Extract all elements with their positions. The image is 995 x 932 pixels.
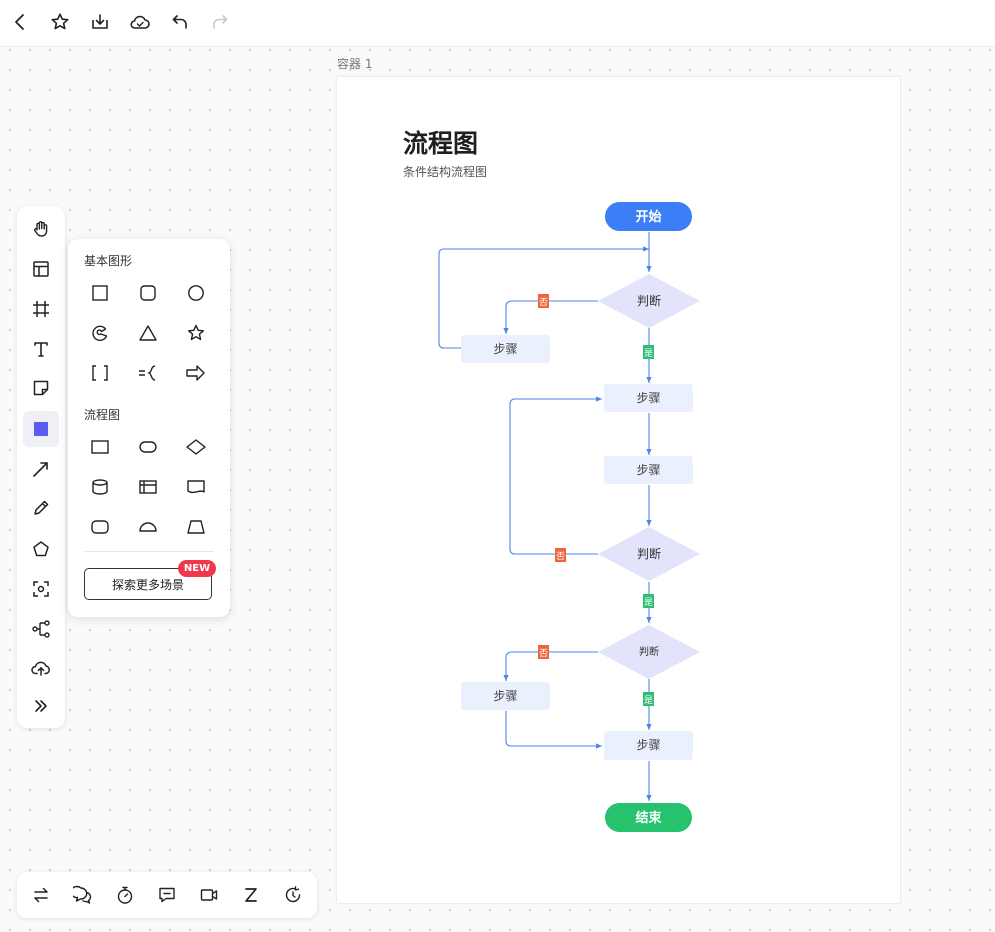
top-bar <box>0 0 995 47</box>
arrow-shape-icon[interactable] <box>181 358 211 388</box>
step-node[interactable]: 步骤 <box>461 682 550 710</box>
shape-icon[interactable] <box>23 411 59 447</box>
timer-icon[interactable] <box>113 883 137 907</box>
database-shape-icon[interactable] <box>85 472 115 502</box>
template-icon[interactable] <box>23 251 59 287</box>
step-label: 步骤 <box>493 689 517 703</box>
basic-shapes-heading: 基本图形 <box>84 254 133 268</box>
step-label: 步骤 <box>636 738 660 752</box>
mindmap-icon[interactable] <box>23 611 59 647</box>
back-icon[interactable] <box>8 10 32 34</box>
decision-label: 判断 <box>637 293 661 308</box>
semicircle-shape-icon[interactable] <box>133 512 163 542</box>
download-icon[interactable] <box>88 10 112 34</box>
star-icon[interactable] <box>48 10 72 34</box>
step-node[interactable]: 步骤 <box>461 335 550 363</box>
hand-icon[interactable] <box>23 211 59 247</box>
brace-shape-icon[interactable] <box>133 358 163 388</box>
panel-divider <box>84 551 214 552</box>
bracket-shape-icon[interactable] <box>85 358 115 388</box>
step-node[interactable]: 步骤 <box>604 731 693 760</box>
left-toolbar <box>17 206 65 728</box>
start-node-label: 开始 <box>635 209 661 225</box>
arc-shape-icon[interactable] <box>85 318 115 348</box>
decision-node[interactable]: 判断 <box>598 527 700 581</box>
frame-icon[interactable] <box>23 291 59 327</box>
flowchart-heading: 流程图 <box>84 408 121 422</box>
more-icon[interactable] <box>23 688 59 724</box>
bottom-toolbar <box>17 872 317 918</box>
comment-icon[interactable] <box>71 883 95 907</box>
page-subtitle[interactable]: 条件结构流程图 <box>403 165 488 179</box>
terminator-shape-icon[interactable] <box>133 432 163 462</box>
start-node[interactable]: 开始 <box>605 202 692 231</box>
decision-label: 判断 <box>637 546 661 561</box>
switch-icon[interactable] <box>29 883 53 907</box>
end-node-label: 结束 <box>635 810 662 826</box>
cloud-sync-icon[interactable] <box>128 10 152 34</box>
step-label: 步骤 <box>636 391 660 405</box>
document-shape-icon[interactable] <box>181 472 211 502</box>
canvas-page[interactable] <box>337 77 900 903</box>
scan-icon[interactable] <box>23 571 59 607</box>
video-icon[interactable] <box>197 883 221 907</box>
pen-icon[interactable] <box>23 490 59 526</box>
rounded-process-shape-icon[interactable] <box>85 512 115 542</box>
sticky-note-icon[interactable] <box>23 370 59 406</box>
container-label[interactable]: 容器 1 <box>337 57 373 71</box>
arrow-line-icon[interactable] <box>23 451 59 487</box>
process-shape-icon[interactable] <box>85 432 115 462</box>
square-shape-icon[interactable] <box>85 278 115 308</box>
redo-icon <box>208 10 232 34</box>
circle-shape-icon[interactable] <box>181 278 211 308</box>
rounded-square-shape-icon[interactable] <box>133 278 163 308</box>
trapezoid-shape-icon[interactable] <box>181 512 211 542</box>
polygon-icon[interactable] <box>23 531 59 567</box>
triangle-shape-icon[interactable] <box>133 318 163 348</box>
star-shape-icon[interactable] <box>181 318 211 348</box>
internal-storage-shape-icon[interactable] <box>133 472 163 502</box>
decision-shape-icon[interactable] <box>181 432 211 462</box>
history-icon[interactable] <box>281 883 305 907</box>
new-badge: NEW <box>178 560 216 577</box>
chat-icon[interactable] <box>155 883 179 907</box>
decision-node[interactable]: 判断 <box>598 625 700 679</box>
step-node[interactable]: 步骤 <box>604 384 693 412</box>
end-node[interactable]: 结束 <box>605 803 692 832</box>
undo-icon[interactable] <box>168 10 192 34</box>
upload-icon[interactable] <box>23 650 59 686</box>
step-node[interactable]: 步骤 <box>604 456 693 484</box>
page-title[interactable]: 流程图 <box>403 129 479 158</box>
shape-panel: 基本图形 流程图 <box>68 239 230 617</box>
sleep-icon[interactable] <box>239 883 263 907</box>
text-icon[interactable] <box>23 331 59 367</box>
decision-label: 判断 <box>639 645 659 658</box>
step-label: 步骤 <box>493 342 517 356</box>
decision-node[interactable]: 判断 <box>598 274 700 328</box>
step-label: 步骤 <box>636 463 660 477</box>
